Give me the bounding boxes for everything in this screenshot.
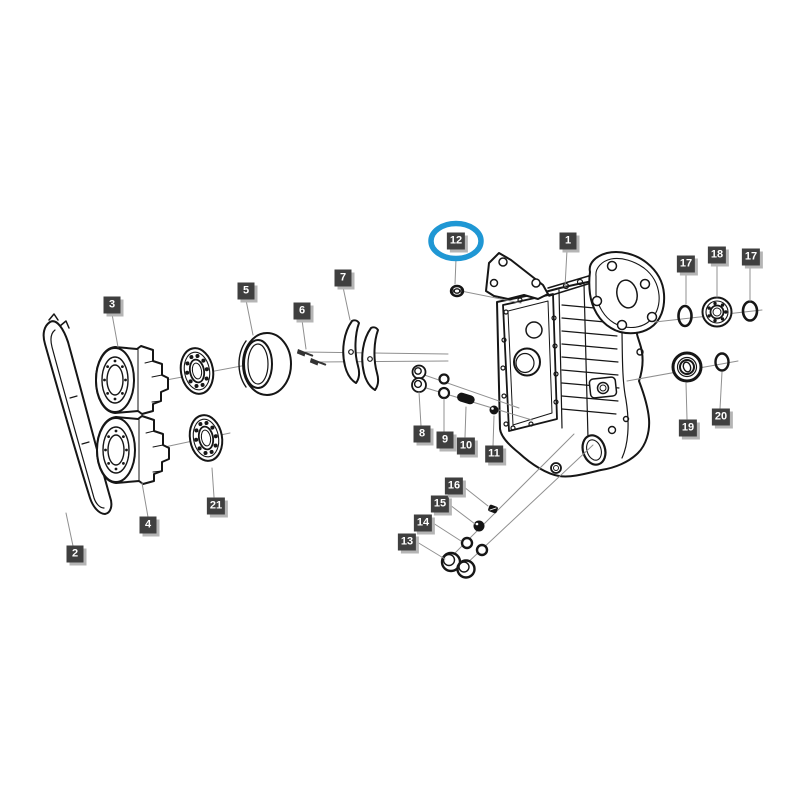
part-callout-8[interactable]: 8 [413,425,431,443]
part-drawing-spring-10 [457,392,475,405]
part-callout-11[interactable]: 11 [485,445,503,463]
part-drawing-bearing-18 [701,296,733,328]
part-drawing-bearing-lower [185,411,227,465]
part-callout-7[interactable]: 7 [334,269,352,287]
part-callout-9[interactable]: 9 [436,431,454,449]
part-callout-1[interactable]: 1 [559,232,577,250]
part-callout-15[interactable]: 15 [430,495,450,513]
part-callout-12-highlighted[interactable]: 12 [446,232,466,250]
part-callout-19[interactable]: 19 [678,419,698,437]
part-callout-3[interactable]: 3 [103,296,121,314]
part-callout-6[interactable]: 6 [293,302,311,320]
part-callout-21[interactable]: 21 [206,497,226,515]
part-drawing-hub-lower [96,415,170,485]
part-drawing-hub-upper [95,345,169,415]
part-callout-17-left[interactable]: 17 [676,255,696,273]
part-drawing-snap-ring-20 [714,352,730,372]
part-drawing-ball-11 [489,405,499,415]
part-drawing-bearing-19 [671,351,703,383]
part-drawing-bolt-16 [488,504,498,514]
part-drawing-housing [485,251,666,478]
part-callout-20[interactable]: 20 [711,408,731,426]
highlight-ring [428,220,484,262]
part-callout-4[interactable]: 4 [139,516,157,534]
part-callout-16[interactable]: 16 [444,477,464,495]
part-drawing-orings-14 [460,536,489,557]
part-callout-2[interactable]: 2 [66,545,84,563]
part-drawing-plugs-13 [440,551,476,579]
part-drawing-gasket [42,313,113,515]
part-callout-14[interactable]: 14 [413,514,433,532]
part-drawing-bearing-upper [176,344,218,398]
axis-lines [149,290,763,568]
part-callout-18[interactable]: 18 [707,246,727,264]
part-drawing-collar [238,332,292,396]
part-callout-5[interactable]: 5 [237,282,255,300]
part-callout-13[interactable]: 13 [397,533,417,551]
part-drawing-orings-9 [437,373,451,400]
part-drawing-snap-ring-17-left [677,304,693,328]
part-drawing-screws [295,347,327,368]
part-drawing-thrust-washers [342,319,380,391]
part-drawing-washers-8 [411,364,427,393]
part-callout-17-right[interactable]: 17 [741,248,761,266]
part-drawing-bolt-12 [449,284,465,298]
part-drawing-ball-15 [473,520,485,532]
part-callout-10[interactable]: 10 [456,437,476,455]
leader-lines [65,249,751,560]
